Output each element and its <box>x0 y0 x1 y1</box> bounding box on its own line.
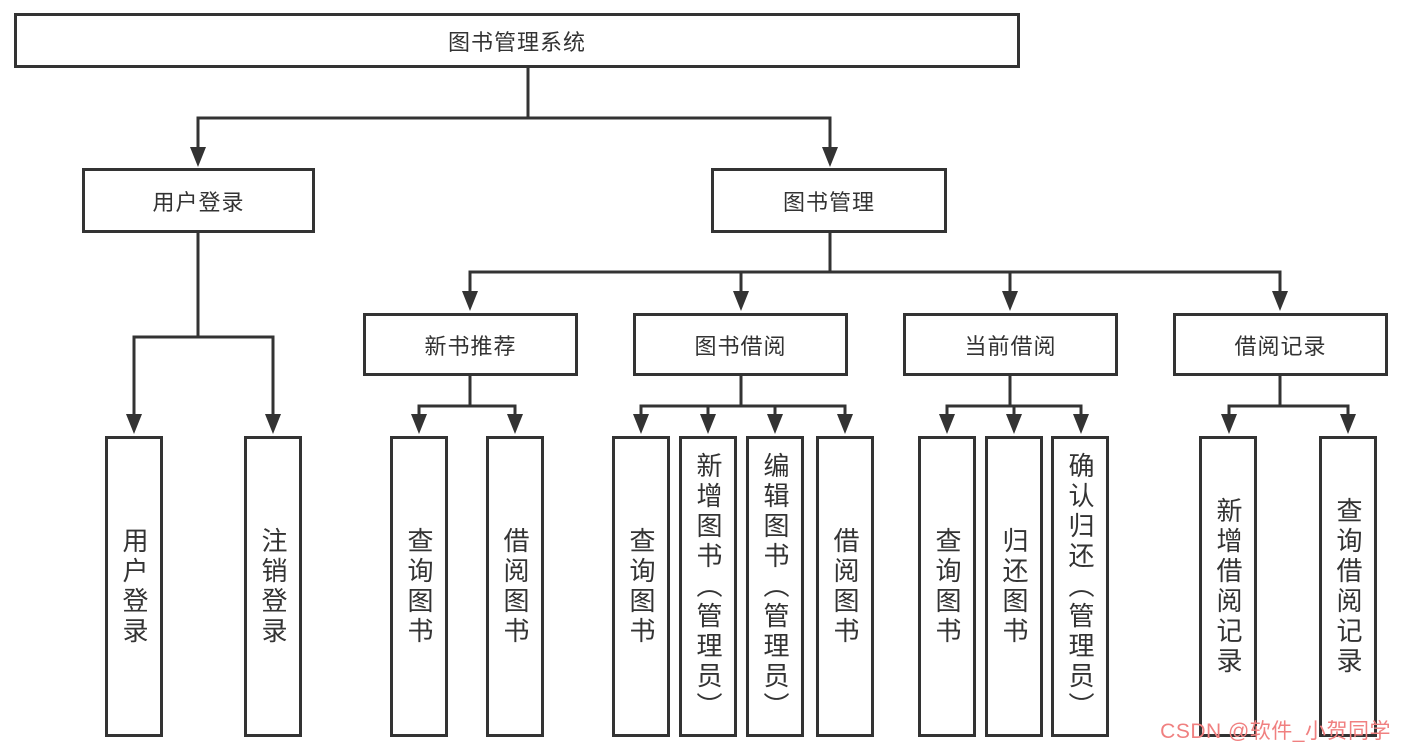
node-user-login: 用户登录 <box>82 168 315 233</box>
leaf-edit-book-admin: 编辑图书（管理员） <box>746 436 804 737</box>
leaf-query-books-recommend-label: 查询图书 <box>404 526 434 647</box>
leaf-query-books-borrow-label: 查询图书 <box>626 526 656 647</box>
node-root: 图书管理系统 <box>14 13 1020 68</box>
leaf-query-borrow-record: 查询借阅记录 <box>1319 436 1377 737</box>
leaf-return-book-label: 归还图书 <box>999 526 1029 647</box>
leaf-add-book-admin: 新增图书（管理员） <box>679 436 737 737</box>
leaf-query-books-borrow: 查询图书 <box>612 436 670 737</box>
leaf-query-books-current-label: 查询图书 <box>932 526 962 647</box>
leaf-logout: 注销登录 <box>244 436 302 737</box>
node-new-book-recommend-label: 新书推荐 <box>424 333 517 359</box>
leaf-edit-book-admin-label: 编辑图书（管理员） <box>760 451 790 722</box>
leaf-borrow-books: 借阅图书 <box>816 436 874 737</box>
node-book-borrow: 图书借阅 <box>633 313 848 376</box>
csdn-watermark: CSDN @软件_小贺同学 <box>1160 720 1391 743</box>
node-root-label: 图书管理系统 <box>447 29 586 55</box>
node-user-login-label: 用户登录 <box>152 189 245 215</box>
leaf-logout-label: 注销登录 <box>258 526 288 647</box>
leaf-query-borrow-record-label: 查询借阅记录 <box>1333 496 1363 677</box>
node-current-borrow: 当前借阅 <box>903 313 1118 376</box>
arrowheads <box>126 147 1356 434</box>
leaf-confirm-return-admin-label: 确认归还（管理员） <box>1065 451 1095 722</box>
leaf-borrow-books-recommend: 借阅图书 <box>486 436 544 737</box>
leaf-user-login-label: 用户登录 <box>119 526 149 647</box>
leaf-query-books-recommend: 查询图书 <box>390 436 448 737</box>
leaf-user-login: 用户登录 <box>105 436 163 737</box>
node-new-book-recommend: 新书推荐 <box>363 313 578 376</box>
node-book-management-label: 图书管理 <box>782 189 875 215</box>
node-book-borrow-label: 图书借阅 <box>694 333 787 359</box>
node-current-borrow-label: 当前借阅 <box>964 333 1057 359</box>
node-book-management: 图书管理 <box>711 168 947 233</box>
leaf-add-borrow-record-label: 新增借阅记录 <box>1213 496 1243 677</box>
node-borrow-records-label: 借阅记录 <box>1234 333 1327 359</box>
leaf-borrow-books-recommend-label: 借阅图书 <box>500 526 530 647</box>
leaf-query-books-current: 查询图书 <box>918 436 976 737</box>
leaf-borrow-books-label: 借阅图书 <box>830 526 860 647</box>
leaf-add-borrow-record: 新增借阅记录 <box>1199 436 1257 737</box>
leaf-add-book-admin-label: 新增图书（管理员） <box>693 451 723 722</box>
leaf-confirm-return-admin: 确认归还（管理员） <box>1051 436 1109 737</box>
node-borrow-records: 借阅记录 <box>1173 313 1388 376</box>
leaf-return-book: 归还图书 <box>985 436 1043 737</box>
